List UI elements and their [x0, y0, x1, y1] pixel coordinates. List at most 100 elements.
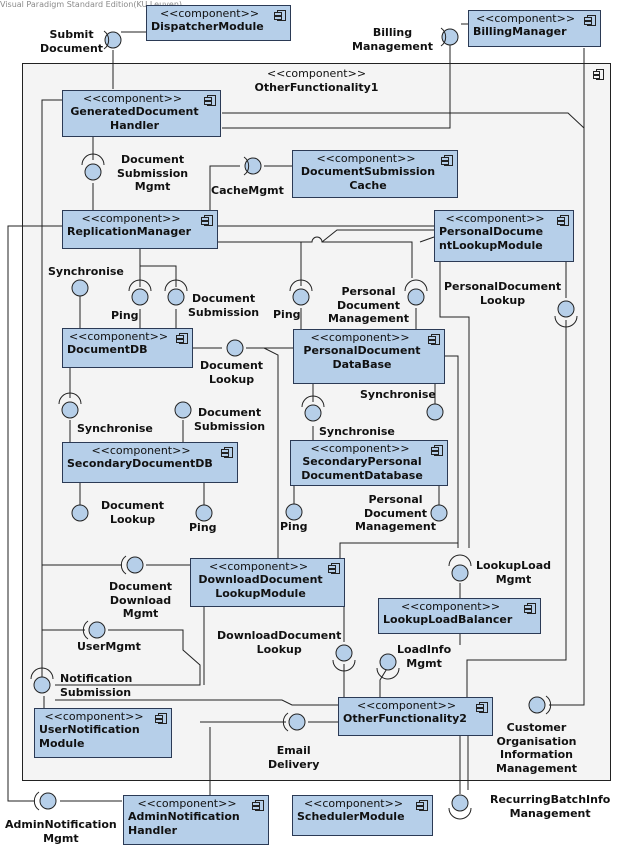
component-stereotype: <<component>> [82, 92, 183, 105]
component-icon [201, 215, 213, 226]
component-name: DocumentDB [67, 343, 148, 356]
component-stereotype: <<component>> [310, 442, 410, 455]
label-synchronise-3: Synchronise [77, 422, 153, 435]
label-document-submission-mgmt: Document Submission Mgmt [117, 153, 189, 193]
component-name: DispatcherModule [151, 20, 264, 33]
label-document-lookup-2: Document Lookup [101, 499, 165, 526]
component-stereotype: <<component>> [316, 152, 416, 165]
component-replication-manager[interactable]: <<component>> ReplicationManager [62, 210, 218, 249]
label-load-info-mgmt: LoadInfo Mgmt [397, 643, 452, 670]
component-name: BillingManager [473, 25, 567, 38]
component-name: GeneratedDocument Handler [70, 105, 199, 132]
component-stereotype: <<component>> [91, 444, 191, 457]
label-ping-2: Ping [273, 308, 301, 321]
component-icon [176, 333, 188, 344]
label-synchronise-4: Synchronise [319, 425, 395, 438]
label-ping-3: Ping [189, 521, 217, 534]
label-admin-notification-mgmt: AdminNotification Mgmt [5, 818, 117, 845]
label-document-submission-2: Document Submission [194, 406, 266, 433]
watermark: Visual Paradigm Standard Edition(KU Leuv… [0, 0, 183, 9]
label-email-delivery: Email Delivery [268, 744, 320, 771]
label-customer-organisation-information-management: Customer Organisation Information Manage… [496, 721, 577, 775]
component-stereotype: <<component>> [159, 7, 260, 20]
component-name: SchedulerModule [297, 810, 405, 823]
component-icon [155, 713, 167, 724]
label-document-lookup-1: Document Lookup [200, 359, 264, 386]
component-icon [557, 215, 569, 226]
component-icon [593, 69, 604, 80]
label-download-document-lookup: DownloadDocument Lookup [217, 629, 342, 656]
component-stereotype: <<component>> [356, 699, 457, 712]
component-name: UserNotification Module [39, 723, 140, 750]
label-personal-document-management-1: Personal Document Management [328, 285, 409, 325]
component-name: DocumentSubmission Cache [300, 165, 436, 192]
component-name: SecondaryPersonal DocumentDatabase [301, 455, 423, 482]
component-icon [204, 95, 216, 106]
required-interfaces [30, 27, 578, 820]
component-icon [221, 447, 233, 458]
component-stereotype: <<component>> [137, 797, 237, 810]
component-stereotype: <<component>> [445, 212, 545, 225]
component-personal-document-database[interactable]: <<component>> PersonalDocument DataBase [293, 329, 445, 384]
label-user-mgmt: UserMgmt [77, 640, 141, 653]
label-document-download-mgmt: Document Download Mgmt [109, 580, 173, 620]
component-name: DownloadDocument LookupModule [198, 573, 323, 600]
component-icon [416, 800, 428, 811]
component-stereotype: <<component>> [400, 600, 501, 613]
component-other-functionality-2[interactable]: <<component>> OtherFunctionality2 [338, 697, 493, 736]
component-admin-notification-handler[interactable]: <<component>> AdminNotification Handler [123, 795, 269, 845]
component-name: ReplicationManager [67, 225, 192, 238]
component-stereotype: <<component>> [44, 710, 144, 723]
component-icon [328, 563, 340, 574]
component-icon [476, 702, 488, 713]
component-secondary-personal-document-database[interactable]: <<component>> SecondaryPersonal Document… [290, 440, 448, 486]
label-personal-document-lookup: PersonalDocument Lookup [444, 280, 562, 307]
component-name: SecondaryDocumentDB [67, 457, 213, 470]
component-icon [524, 603, 536, 614]
label-lookup-load-mgmt: LookupLoad Mgmt [476, 559, 552, 586]
component-stereotype: <<component>> [81, 212, 181, 225]
component-generated-document-handler[interactable]: <<component>> GeneratedDocument Handler [62, 90, 221, 137]
component-download-document-lookup-module[interactable]: <<component>> DownloadDocument LookupMod… [190, 558, 345, 607]
container-stereotype: <<component>> [266, 67, 367, 80]
component-secondary-document-db[interactable]: <<component>> SecondaryDocumentDB [62, 442, 238, 483]
label-synchronise-1: Synchronise [48, 265, 124, 278]
component-document-db[interactable]: <<component>> DocumentDB [62, 328, 193, 368]
component-billing-manager[interactable]: <<component>> BillingManager [468, 10, 601, 47]
component-stereotype: <<component>> [475, 12, 576, 25]
component-stereotype: <<component>> [68, 330, 169, 343]
component-stereotype: <<component>> [310, 331, 410, 344]
component-lookup-load-balancer[interactable]: <<component>> LookupLoadBalancer [378, 598, 541, 634]
component-personal-document-lookup-module[interactable]: <<component>> PersonalDocume ntLookupMod… [434, 210, 574, 262]
label-recurring-batch-info-management: RecurringBatchInfo Management [490, 793, 611, 820]
label-synchronise-2: Synchronise [360, 388, 436, 401]
component-icon [584, 15, 596, 26]
label-ping-1: Ping [111, 309, 139, 322]
component-dispatcher-module[interactable]: <<component>> DispatcherModule [146, 5, 291, 41]
component-icon [428, 334, 440, 345]
component-icon [252, 800, 264, 811]
label-cache-mgmt: CacheMgmt [211, 184, 284, 197]
label-billing-management: Billing Management [352, 26, 433, 53]
label-document-submission-1: Document Submission [188, 292, 260, 319]
label-notification-submission: Notification Submission [60, 672, 133, 699]
component-name: PersonalDocume ntLookupModule [439, 225, 544, 252]
component-icon [441, 155, 453, 166]
label-ping-4: Ping [280, 520, 308, 533]
component-stereotype: <<component>> [303, 797, 404, 810]
label-submit-document: Submit Document [40, 28, 104, 55]
component-name: OtherFunctionality2 [343, 712, 467, 725]
component-icon [431, 445, 443, 456]
component-user-notification-module[interactable]: <<component>> UserNotification Module [34, 708, 172, 758]
component-stereotype: <<component>> [208, 560, 309, 573]
component-name: LookupLoadBalancer [383, 613, 513, 626]
component-icon [274, 10, 286, 21]
connector-lines [7, 23, 585, 802]
component-name: PersonalDocument DataBase [303, 344, 421, 371]
component-name: AdminNotification Handler [128, 810, 240, 837]
container-name: OtherFunctionality1 [254, 81, 379, 94]
provided-interfaces [33, 28, 575, 812]
component-document-submission-cache[interactable]: <<component>> DocumentSubmission Cache [292, 150, 458, 198]
component-scheduler-module[interactable]: <<component>> SchedulerModule [292, 795, 433, 836]
